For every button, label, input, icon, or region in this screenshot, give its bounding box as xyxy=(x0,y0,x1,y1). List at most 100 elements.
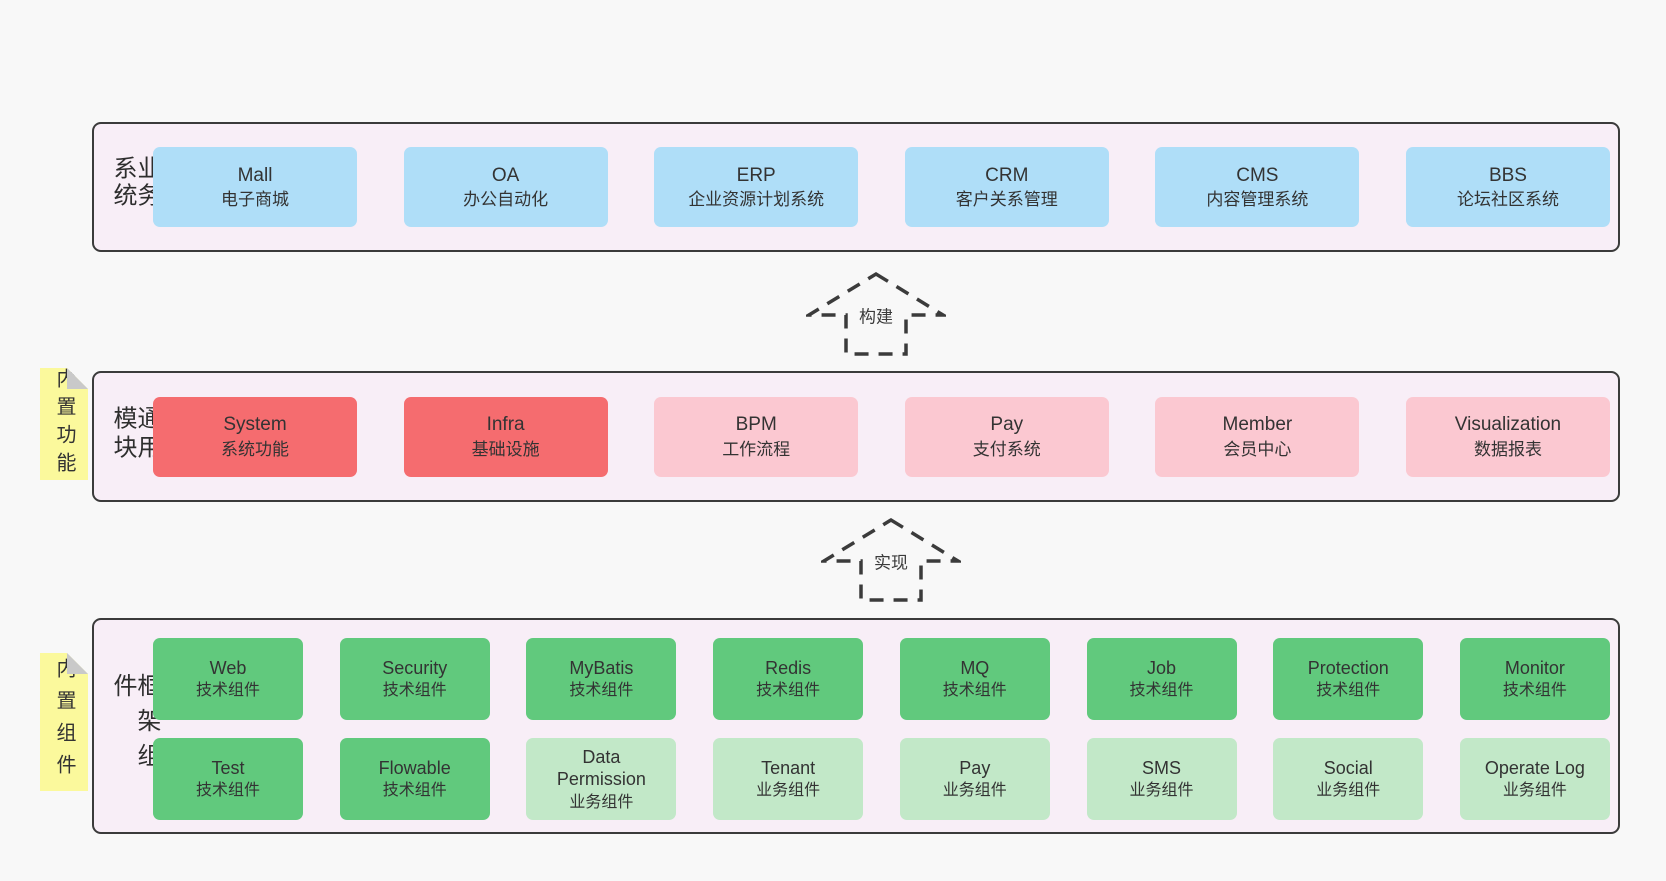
box-infra: Infra 基础设施 xyxy=(403,396,608,477)
framework-components-rows: Web 技术组件 Security 技术组件 MyBatis 技术组件 Redi… xyxy=(153,638,1610,820)
band-framework-components: 框架组件 Web 技术组件 Security 技术组件 MyBatis 技术组件… xyxy=(92,618,1620,834)
sticky-note-built-in-components: 内置组件 xyxy=(40,653,88,791)
box-job: Job 技术组件 xyxy=(1086,638,1237,720)
box-subtitle: 技术组件 xyxy=(382,782,447,800)
box-subtitle: 业务组件 xyxy=(569,793,634,811)
box-title: CMS xyxy=(1236,164,1279,186)
box-title: Pay xyxy=(959,757,991,778)
box-subtitle: 技术组件 xyxy=(382,682,447,700)
box-subtitle: 技术组件 xyxy=(1502,682,1567,700)
arrow-build: 构建 xyxy=(806,271,946,357)
box-redis: Redis 技术组件 xyxy=(713,638,864,720)
box-title: Visualization xyxy=(1454,414,1562,435)
box-title: OA xyxy=(491,164,520,186)
box-visualization: Visualization 数据报表 xyxy=(1405,396,1610,477)
box-subtitle: 技术组件 xyxy=(942,682,1007,700)
framework-components-row-1: Web 技术组件 Security 技术组件 MyBatis 技术组件 Redi… xyxy=(153,638,1610,720)
box-subtitle: 技术组件 xyxy=(195,782,260,800)
sticky-note-label: 内置组件 xyxy=(53,658,75,786)
box-test: Test 技术组件 xyxy=(153,738,303,820)
box-bbs: BBS 论坛社区系统 xyxy=(1405,147,1610,227)
common-modules-boxes: System 系统功能 Infra 基础设施 BPM 工作流程 Pay 支付系统… xyxy=(153,373,1610,500)
box-monitor: Monitor 技术组件 xyxy=(1459,638,1610,720)
box-operate-log: Operate Log 业务组件 xyxy=(1459,738,1610,820)
box-title: MyBatis xyxy=(569,657,634,678)
box-protection: Protection 技术组件 xyxy=(1273,638,1424,720)
framework-components-row-2: Test 技术组件 Flowable 技术组件 Data Permission … xyxy=(153,738,1610,820)
box-title: Flowable xyxy=(378,757,451,778)
box-subtitle: 业务组件 xyxy=(756,782,821,800)
box-oa: OA 办公自动化 xyxy=(403,147,608,227)
box-subtitle: 客户关系管理 xyxy=(955,190,1058,210)
band-common-modules: 通用模块 System 系统功能 Infra 基础设施 BPM 工作流程 Pay… xyxy=(92,371,1620,502)
box-title: ERP xyxy=(736,164,776,186)
box-cms: CMS 内容管理系统 xyxy=(1155,147,1360,227)
box-title: Security xyxy=(382,657,448,678)
box-subtitle: 业务组件 xyxy=(1316,782,1381,800)
box-data-permission: Data Permission 业务组件 xyxy=(526,738,677,820)
box-subtitle: 业务组件 xyxy=(1129,782,1194,800)
box-system: System 系统功能 xyxy=(153,396,357,477)
arrow-implement-label: 实现 xyxy=(870,547,912,575)
band-business-systems: 业务系统 Mall 电子商城 OA 办公自动化 ERP 企业资源计划系统 CRM… xyxy=(92,122,1620,252)
box-subtitle: 论坛社区系统 xyxy=(1456,190,1559,210)
arrow-build-label: 构建 xyxy=(855,301,897,329)
box-title: Mall xyxy=(237,164,273,186)
band-label-framework-components: 框架组件 xyxy=(109,673,160,778)
box-subtitle: 支付系统 xyxy=(972,439,1041,459)
box-title: Redis xyxy=(765,657,812,678)
box-bpm: BPM 工作流程 xyxy=(654,396,859,477)
box-title: Operate Log xyxy=(1484,757,1585,778)
box-title: Test xyxy=(211,757,245,778)
box-subtitle: 技术组件 xyxy=(569,682,634,700)
box-flowable: Flowable 技术组件 xyxy=(339,738,490,820)
box-social: Social 业务组件 xyxy=(1273,738,1424,820)
box-subtitle: 会员中心 xyxy=(1223,439,1292,459)
box-web: Web 技术组件 xyxy=(153,638,303,720)
box-erp: ERP 企业资源计划系统 xyxy=(654,147,859,227)
business-systems-boxes: Mall 电子商城 OA 办公自动化 ERP 企业资源计划系统 CRM 客户关系… xyxy=(153,124,1610,250)
box-title: BBS xyxy=(1488,164,1527,186)
box-title: Tenant xyxy=(761,757,816,778)
box-pay-business: Pay 业务组件 xyxy=(899,738,1050,820)
box-subtitle: 系统功能 xyxy=(221,439,289,459)
box-title: Infra xyxy=(486,414,525,435)
box-subtitle: 办公自动化 xyxy=(463,190,549,210)
box-subtitle: 企业资源计划系统 xyxy=(688,190,825,210)
box-crm: CRM 客户关系管理 xyxy=(904,147,1109,227)
box-title: Member xyxy=(1222,414,1293,435)
box-title: MQ xyxy=(960,657,990,678)
box-mq: MQ 技术组件 xyxy=(899,638,1050,720)
box-title: Monitor xyxy=(1504,657,1565,678)
box-subtitle: 基础设施 xyxy=(471,439,540,459)
box-title: Web xyxy=(209,657,247,678)
box-title: Data Permission xyxy=(556,746,646,790)
box-mall: Mall 电子商城 xyxy=(153,147,357,227)
box-pay: Pay 支付系统 xyxy=(904,396,1109,477)
box-subtitle: 技术组件 xyxy=(1129,682,1194,700)
box-title: Social xyxy=(1323,757,1373,778)
box-mybatis: MyBatis 技术组件 xyxy=(526,638,677,720)
box-subtitle: 技术组件 xyxy=(195,682,260,700)
box-member: Member 会员中心 xyxy=(1155,396,1360,477)
sticky-note-built-in-features: 内置功能 xyxy=(40,368,88,480)
box-subtitle: 工作流程 xyxy=(722,439,791,459)
box-title: Protection xyxy=(1307,657,1389,678)
box-title: System xyxy=(223,414,287,435)
box-subtitle: 电子商城 xyxy=(221,190,289,210)
box-title: Job xyxy=(1147,657,1177,678)
box-security: Security 技术组件 xyxy=(339,638,490,720)
box-subtitle: 内容管理系统 xyxy=(1206,190,1309,210)
box-title: BPM xyxy=(735,414,777,435)
arrow-implement: 实现 xyxy=(821,517,961,603)
box-title: SMS xyxy=(1142,757,1182,778)
box-subtitle: 数据报表 xyxy=(1473,439,1542,459)
box-subtitle: 技术组件 xyxy=(1316,682,1381,700)
box-subtitle: 技术组件 xyxy=(756,682,821,700)
sticky-note-label: 内置功能 xyxy=(53,368,75,480)
box-sms: SMS 业务组件 xyxy=(1086,738,1237,820)
box-subtitle: 业务组件 xyxy=(1502,782,1567,800)
box-subtitle: 业务组件 xyxy=(942,782,1007,800)
box-title: Pay xyxy=(990,414,1024,435)
